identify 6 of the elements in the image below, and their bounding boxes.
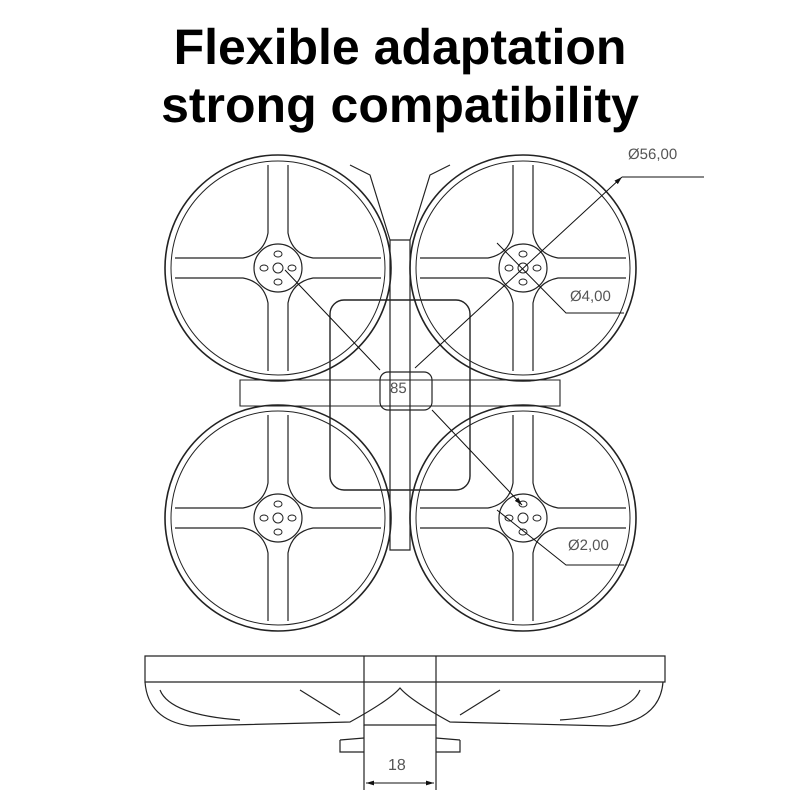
dimension-label: Ø56,00 [628,147,678,162]
title: Flexible adaptation strong compatibility [160,18,640,134]
dimension-label: Ø4,00 [570,289,611,304]
dimension-label: 85 [390,381,407,396]
dimension-label: Ø2,00 [568,538,609,553]
dimension-label: 18 [388,758,406,774]
